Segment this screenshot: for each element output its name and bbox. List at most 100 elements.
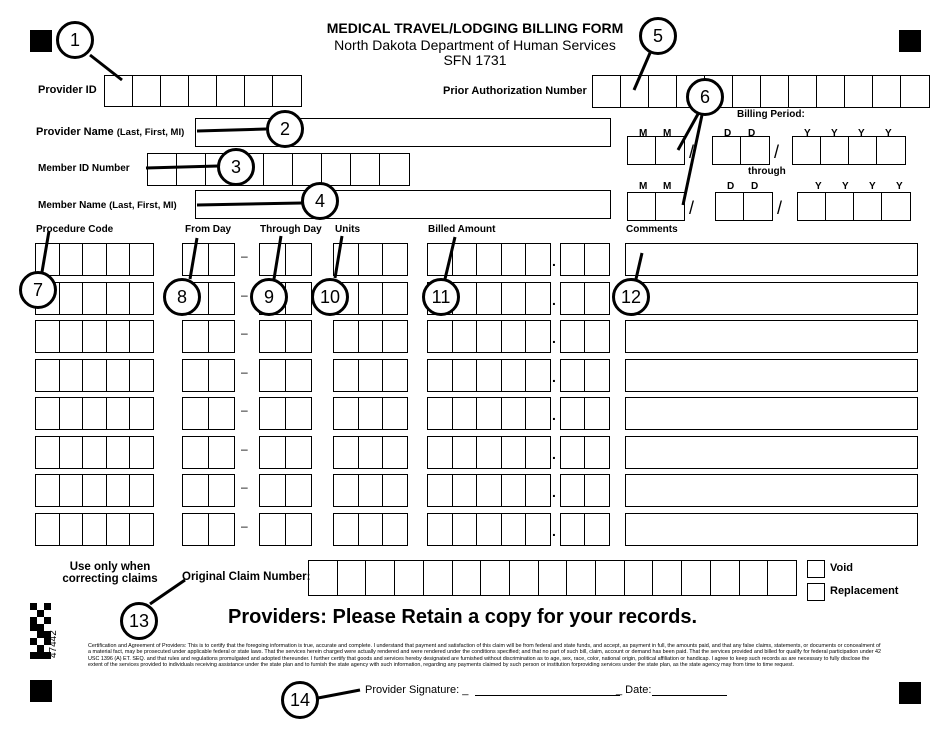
- original-claim-box[interactable]: [767, 560, 798, 596]
- signature-line[interactable]: [475, 695, 620, 696]
- units-box[interactable]: [382, 397, 408, 430]
- provider-id-box[interactable]: [244, 75, 274, 107]
- from-day-box[interactable]: [207, 397, 235, 430]
- units-box[interactable]: [357, 320, 384, 353]
- units-box[interactable]: [357, 243, 384, 276]
- billed-amount-box[interactable]: [525, 320, 551, 353]
- billing-day-box[interactable]: [743, 192, 773, 221]
- billing-year-box[interactable]: [820, 136, 850, 165]
- billing-year-box[interactable]: [825, 192, 855, 221]
- billed-amount-box[interactable]: [525, 474, 551, 507]
- procedure-code-box[interactable]: [82, 397, 107, 430]
- original-claim-box[interactable]: [308, 560, 339, 596]
- units-box[interactable]: [382, 512, 408, 546]
- comments-field[interactable]: [625, 435, 918, 469]
- billing-day-box[interactable]: [715, 192, 745, 221]
- cents-box[interactable]: [560, 512, 586, 546]
- original-claim-box[interactable]: [709, 560, 740, 596]
- from-day-box[interactable]: [182, 243, 209, 276]
- through-day-box[interactable]: [284, 397, 312, 430]
- from-day-box[interactable]: [207, 474, 235, 507]
- procedure-code-box[interactable]: [129, 512, 154, 546]
- prior-auth-box[interactable]: [732, 75, 762, 108]
- units-box[interactable]: [382, 243, 408, 276]
- comments-field[interactable]: [625, 397, 918, 430]
- prior-auth-box[interactable]: [760, 75, 790, 108]
- from-day-box[interactable]: [207, 281, 235, 315]
- cents-box[interactable]: [560, 435, 586, 469]
- billed-amount-box[interactable]: [500, 281, 527, 315]
- from-day-box[interactable]: [207, 512, 235, 546]
- member-id-box[interactable]: [350, 153, 381, 186]
- comments-field[interactable]: [625, 512, 918, 546]
- prior-auth-box[interactable]: [620, 75, 650, 108]
- procedure-code-box[interactable]: [129, 435, 154, 469]
- replacement-checkbox[interactable]: [807, 583, 825, 601]
- billing-year-box[interactable]: [881, 192, 911, 221]
- through-day-box[interactable]: [259, 512, 286, 546]
- procedure-code-box[interactable]: [58, 435, 84, 469]
- cents-box[interactable]: [584, 281, 610, 315]
- from-day-box[interactable]: [182, 320, 209, 353]
- billed-amount-box[interactable]: [525, 512, 551, 546]
- procedure-code-box[interactable]: [129, 474, 154, 507]
- billing-month-box[interactable]: [627, 192, 657, 221]
- billed-amount-box[interactable]: [525, 358, 551, 392]
- units-box[interactable]: [382, 474, 408, 507]
- units-box[interactable]: [333, 397, 359, 430]
- cents-box[interactable]: [584, 358, 610, 392]
- comments-field[interactable]: [625, 320, 918, 353]
- provider-id-box[interactable]: [160, 75, 190, 107]
- units-box[interactable]: [333, 512, 359, 546]
- prior-auth-box[interactable]: [900, 75, 930, 108]
- comments-field[interactable]: [625, 281, 918, 315]
- through-day-box[interactable]: [284, 474, 312, 507]
- billing-year-box[interactable]: [876, 136, 906, 165]
- procedure-code-box[interactable]: [58, 474, 84, 507]
- units-box[interactable]: [357, 358, 384, 392]
- billing-month-box[interactable]: [655, 192, 685, 221]
- through-day-box[interactable]: [284, 512, 312, 546]
- cents-box[interactable]: [584, 320, 610, 353]
- through-day-box[interactable]: [259, 435, 286, 469]
- procedure-code-box[interactable]: [82, 281, 107, 315]
- void-checkbox[interactable]: [807, 560, 825, 578]
- billing-day-box[interactable]: [740, 136, 770, 165]
- billed-amount-box[interactable]: [525, 435, 551, 469]
- cents-box[interactable]: [560, 358, 586, 392]
- comments-field[interactable]: [625, 474, 918, 507]
- billed-amount-box[interactable]: [427, 512, 453, 546]
- billed-amount-box[interactable]: [500, 474, 527, 507]
- procedure-code-box[interactable]: [105, 474, 131, 507]
- date-line[interactable]: [652, 695, 727, 696]
- provider-id-box[interactable]: [216, 75, 246, 107]
- billed-amount-box[interactable]: [500, 512, 527, 546]
- from-day-box[interactable]: [207, 358, 235, 392]
- billed-amount-box[interactable]: [525, 397, 551, 430]
- provider-id-box[interactable]: [272, 75, 302, 107]
- billing-year-box[interactable]: [797, 192, 827, 221]
- cents-box[interactable]: [584, 435, 610, 469]
- original-claim-box[interactable]: [537, 560, 568, 596]
- comments-field[interactable]: [625, 243, 918, 276]
- procedure-code-box[interactable]: [35, 512, 60, 546]
- billed-amount-box[interactable]: [451, 243, 478, 276]
- billed-amount-box[interactable]: [451, 358, 478, 392]
- comments-field[interactable]: [625, 358, 918, 392]
- from-day-box[interactable]: [207, 435, 235, 469]
- provider-name-field[interactable]: [195, 118, 611, 147]
- procedure-code-box[interactable]: [58, 397, 84, 430]
- through-day-box[interactable]: [284, 243, 312, 276]
- procedure-code-box[interactable]: [82, 358, 107, 392]
- billed-amount-box[interactable]: [451, 474, 478, 507]
- billed-amount-box[interactable]: [427, 435, 453, 469]
- procedure-code-box[interactable]: [129, 320, 154, 353]
- units-box[interactable]: [357, 512, 384, 546]
- billed-amount-box[interactable]: [500, 320, 527, 353]
- procedure-code-box[interactable]: [129, 358, 154, 392]
- cents-box[interactable]: [584, 512, 610, 546]
- original-claim-box[interactable]: [508, 560, 540, 596]
- provider-id-box[interactable]: [104, 75, 134, 107]
- units-box[interactable]: [382, 281, 408, 315]
- billing-year-box[interactable]: [792, 136, 822, 165]
